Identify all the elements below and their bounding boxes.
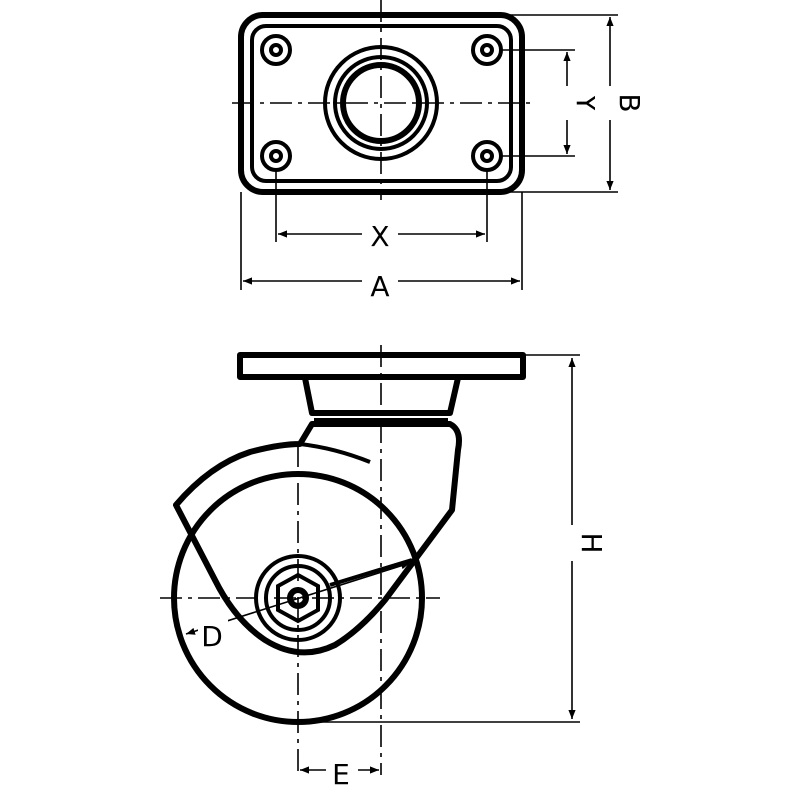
dimension-x-label: X	[370, 220, 389, 253]
dimension-b-label: B	[613, 93, 646, 112]
dimension-e-label: E	[332, 758, 350, 791]
bolt-hole-bottom-right	[471, 140, 503, 172]
dimension-a-label: A	[370, 270, 389, 303]
fork-housing	[173, 421, 462, 656]
bolt-hole-top-right	[471, 34, 503, 66]
side-view: H D E	[160, 345, 608, 791]
dimension-h-label: H	[575, 532, 608, 553]
dimension-y-label: Y	[570, 93, 603, 112]
bolt-hole-bottom-left	[260, 140, 292, 172]
dimension-d-label: D	[201, 620, 223, 653]
bolt-hole-top-left	[260, 34, 292, 66]
housing-edge	[299, 442, 371, 464]
top-view: X A Y B	[232, 0, 646, 303]
